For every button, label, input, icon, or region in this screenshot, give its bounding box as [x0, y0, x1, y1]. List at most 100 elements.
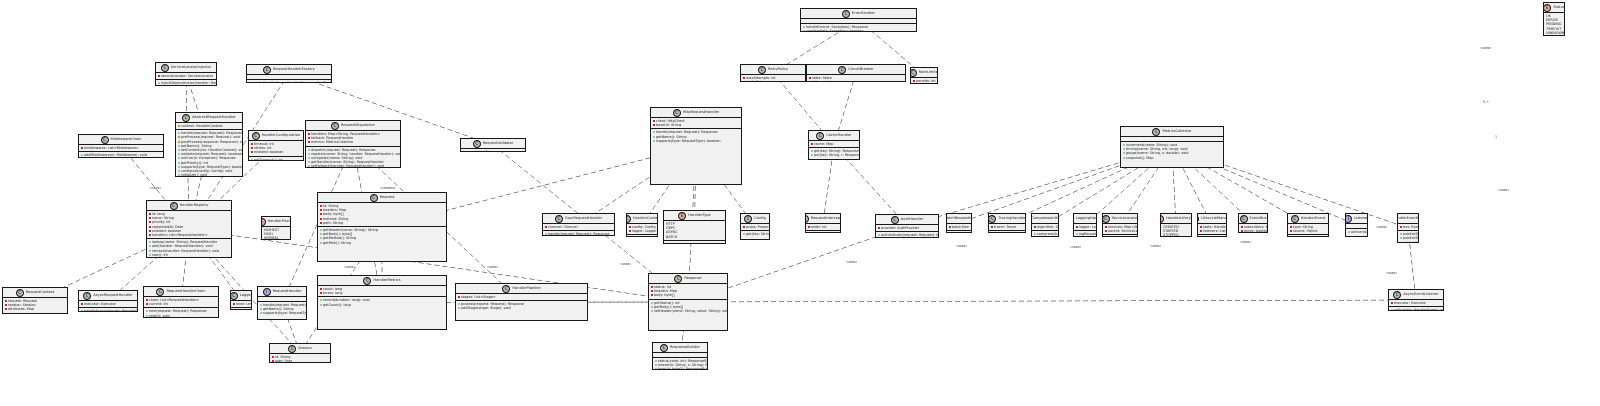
class-name: RetryPolicy [768, 67, 788, 72]
dependency-line [188, 228, 689, 303]
member-text: UNKNOWN [1546, 30, 1565, 35]
member-text: source: Object [1293, 229, 1318, 234]
member-text: record(duration: long): void [323, 298, 370, 303]
method-row: getCount(): long [320, 303, 444, 307]
method-row: getMethod(): String [320, 236, 444, 240]
member-text: addStage(stage: Stage): void [461, 306, 511, 311]
member-text: onError(e: Exception): Response [181, 156, 236, 161]
class-name: Session [298, 346, 312, 351]
field-row: chain: List<RequestHandler> [146, 298, 216, 302]
edge-label: «uses» [1498, 188, 1510, 192]
method-row: postProcess(response: Response): void [177, 140, 242, 144]
field-row: props: Properties [743, 225, 769, 229]
field-row: maxAttempts: int [743, 76, 803, 80]
member-text: ASYNC [666, 230, 678, 235]
visibility-icon [251, 151, 253, 154]
visibility-icon [320, 237, 322, 240]
class-box[interactable]: EHandlerLifecycleCREATEDSTARTEDSTOPPEDDE… [1160, 213, 1192, 237]
field-row: ERROR [1546, 18, 1562, 22]
class-header: CHandlerContext [627, 214, 657, 224]
class-box[interactable]: CHandlerEventPublisherbus: EventBuspubli… [1397, 213, 1419, 243]
fields-section: executor: Executor [1389, 300, 1443, 308]
member-text: name: String [152, 216, 174, 221]
field-row: attributes: Map [5, 307, 65, 311]
class-name: LifecycleManager [1201, 216, 1227, 221]
stereotype-icon: C [989, 214, 997, 223]
field-row: handlers: Map<String, RequestHandler> [308, 132, 398, 136]
member-text: client: HttpClient [656, 119, 685, 123]
visibility-icon [178, 174, 180, 176]
field-row: UNKNOWN [1546, 30, 1565, 35]
visibility-icon [545, 233, 547, 235]
visibility-icon [272, 360, 274, 362]
visibility-icon [1034, 233, 1036, 236]
method-row: process(request: Request): Response [458, 302, 585, 306]
class-box[interactable]: CLifecycleManagerstate: HandlerLifecycle… [1197, 213, 1227, 237]
visibility-icon [251, 143, 253, 146]
member-text: level: Level [236, 302, 251, 306]
class-box[interactable]: CBatchRequestHandlerbatchSize: inthandle… [946, 213, 972, 233]
visibility-icon [5, 304, 7, 307]
stereotype-icon: C [15, 288, 24, 297]
member-text: addMiddleware(m: Middleware): void [84, 153, 147, 158]
field-row: CREATED [1163, 225, 1189, 229]
field-row: algorithm: String [1034, 225, 1058, 229]
class-box[interactable]: CRequestInterceptororder: intintercept(r… [805, 213, 841, 233]
field-row: registeredAt: Date [149, 225, 229, 229]
visibility-icon [146, 310, 148, 313]
field-row: handlers: List<RequestHandler> [149, 233, 229, 237]
field-row: parent: ServiceLocator [1105, 229, 1137, 233]
fields-section: level: Level [231, 301, 251, 309]
member-text: metrics: MetricsCollector [311, 140, 354, 145]
dependency-line [958, 146, 1173, 224]
visibility-icon [177, 124, 181, 128]
class-box[interactable]: CLoggingHandlerlogger: LoggerlogRequest(… [1073, 213, 1097, 237]
class-box[interactable]: EHandlerPriorityHIGHESTHIGHNORMALLOWEST [261, 216, 291, 240]
class-box[interactable]: CCompressionHandleralgorithm: Stringcomp… [1031, 213, 1059, 237]
method-row: getTimeout(): int [251, 158, 301, 160]
class-name: HandlerType [688, 213, 711, 218]
